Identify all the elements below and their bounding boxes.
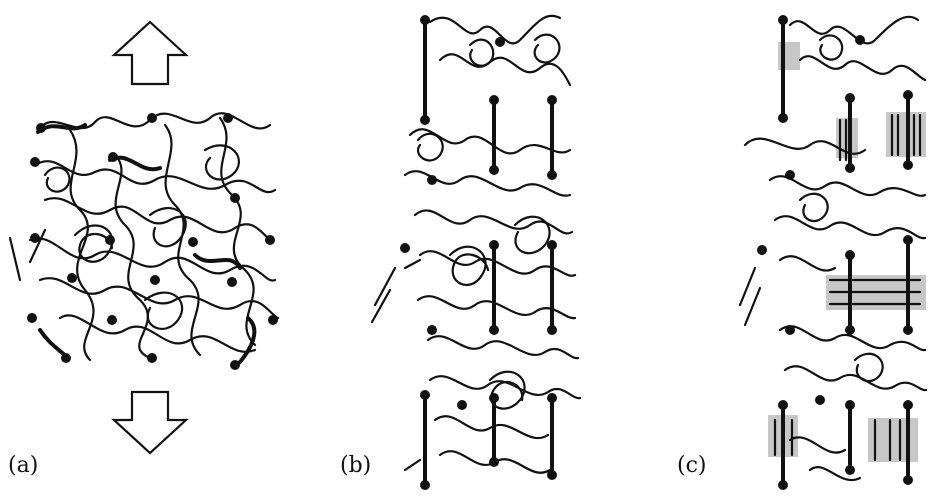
panel-label-b: (b) [340, 453, 371, 478]
panel-label-c: (c) [677, 453, 707, 478]
panel-a [10, 22, 278, 453]
down-arrow-icon [114, 392, 186, 453]
relaxed-network [10, 113, 278, 370]
stretched-network [372, 15, 580, 490]
panel-label-a: (a) [8, 453, 38, 478]
stretched-network-crystallized [740, 15, 926, 490]
up-arrow-icon [114, 22, 186, 84]
panel-b [372, 15, 580, 490]
panel-c [740, 15, 926, 490]
